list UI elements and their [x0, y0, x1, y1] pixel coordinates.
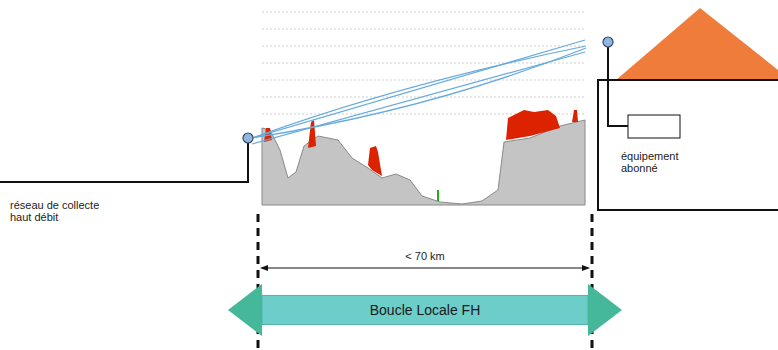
tree [437, 190, 439, 201]
double-arrow-band: Boucle Locale FH [228, 284, 622, 336]
obstacles [264, 110, 578, 176]
annotation-label: réseau de collecte haut débit [10, 199, 100, 223]
dimension-arrowhead [260, 265, 268, 271]
dimension-label: < 70 km [375, 250, 475, 262]
dimension-arrowhead [582, 265, 590, 271]
band-label: Boucle Locale FH [370, 302, 481, 318]
antenna [603, 37, 613, 47]
antenna-cable [608, 47, 628, 126]
house-roof [616, 8, 778, 80]
dimension-line [262, 268, 588, 269]
subscriber-equipment [628, 115, 680, 138]
antenna [243, 133, 253, 143]
grid-lines [262, 12, 585, 114]
backhaul-wire [0, 143, 248, 182]
radio-beam [252, 40, 586, 144]
house-wall [598, 80, 778, 210]
annotation-label: équipement abonné [621, 150, 696, 174]
boundary-lines [258, 214, 592, 350]
